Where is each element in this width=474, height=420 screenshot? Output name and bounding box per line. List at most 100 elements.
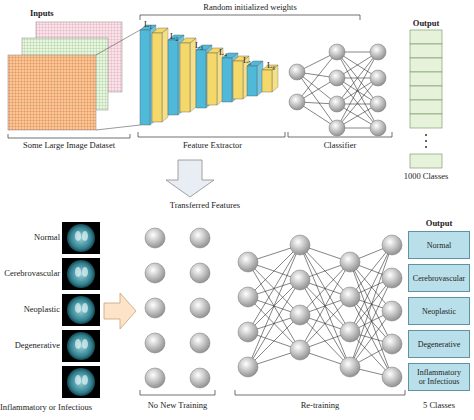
mri-image	[62, 222, 100, 254]
output-cell	[410, 114, 442, 128]
neuron	[370, 44, 386, 60]
slab-front	[233, 61, 243, 99]
neuron	[289, 64, 305, 80]
text-label: L₂	[170, 31, 184, 41]
connection-line	[248, 245, 300, 297]
input-arrow	[104, 293, 136, 329]
box-text-group: Cerebrovascular	[409, 274, 469, 283]
neuron	[329, 120, 345, 136]
class-box: Neoplastic	[408, 297, 470, 325]
text-label: No New Training	[125, 400, 230, 410]
text-label: Re-training	[235, 400, 405, 410]
neuron	[145, 263, 165, 283]
text-label: 5 Classes	[406, 400, 472, 410]
transfer-arrow	[166, 160, 214, 197]
neuron	[370, 96, 386, 112]
box-text-group: Degenerative	[414, 340, 465, 349]
neuron	[290, 270, 310, 290]
text-label: Transferred Features	[140, 200, 270, 210]
neuron	[340, 252, 360, 272]
neuron	[289, 94, 305, 110]
class-box: Normal	[408, 231, 470, 259]
text-label: Some Large Image Dataset	[8, 140, 130, 150]
neuron	[238, 287, 258, 307]
output-column	[410, 30, 442, 168]
class-name: Inflammatory or Infectious	[411, 368, 467, 386]
neuron	[238, 357, 258, 377]
slab-front	[180, 43, 190, 112]
neuron	[382, 367, 402, 387]
text-label: Random initialized weights	[180, 2, 320, 12]
text-label: Neoplastic	[0, 304, 60, 314]
neuron	[190, 298, 210, 318]
class-box: Cerebrovascular	[408, 264, 470, 292]
text-label: Classifier	[288, 140, 392, 150]
weights-bracket	[140, 15, 360, 20]
text-label: Output	[406, 218, 472, 228]
output-cell	[410, 30, 442, 44]
mri-image	[62, 330, 100, 362]
output-cell	[410, 72, 442, 86]
text-label: L₁	[144, 19, 158, 29]
ellipsis-dot	[425, 140, 427, 142]
slab-front	[247, 66, 257, 96]
text-label: L₅	[243, 55, 257, 65]
neuron	[190, 228, 210, 248]
neuron	[238, 252, 258, 272]
output-cell	[410, 154, 442, 168]
connection-line	[300, 315, 350, 367]
slab-front	[152, 33, 162, 122]
class-box: Inflammatory or Infectious	[408, 363, 470, 391]
neuron	[382, 301, 402, 321]
connection-line	[248, 315, 300, 367]
neuron	[238, 322, 258, 342]
slab-front	[168, 40, 178, 115]
retraining-bracket	[235, 390, 405, 395]
input-image-stack	[8, 22, 140, 130]
class-name: Normal	[425, 241, 453, 250]
connection-line	[337, 52, 378, 128]
neuron	[145, 228, 165, 248]
text-label: L₃	[195, 40, 209, 50]
slab-front	[140, 30, 150, 125]
text-label: Output	[400, 18, 452, 28]
neuron	[340, 287, 360, 307]
neuron	[290, 305, 310, 325]
text-label: L₆	[267, 60, 281, 70]
dataset-bracket	[8, 134, 130, 138]
text-label: Feature Extractor	[140, 140, 285, 150]
text-label: Cerebrovascular	[0, 268, 60, 278]
layer-slab	[247, 61, 263, 96]
neuron	[370, 70, 386, 86]
layer-slab	[180, 38, 196, 112]
neuron	[370, 120, 386, 136]
neuron	[329, 70, 345, 86]
extractor-bracket	[138, 132, 285, 137]
slab-side	[162, 28, 168, 122]
output-cell	[410, 58, 442, 72]
output-cell	[410, 86, 442, 100]
layer-slab	[152, 28, 168, 122]
box-text-group: Normal	[423, 241, 455, 250]
text-label: Normal	[0, 232, 60, 242]
mri-image	[62, 366, 100, 398]
connection-line	[300, 297, 350, 350]
connection-lines	[297, 52, 378, 128]
neuron	[290, 235, 310, 255]
text-label: Inflammatory or Infectious	[0, 402, 110, 412]
slab-top	[152, 28, 168, 33]
output-cell	[410, 100, 442, 114]
neuron	[145, 368, 165, 388]
class-box: Degenerative	[408, 330, 470, 358]
class-name: Cerebrovascular	[411, 274, 467, 283]
class-name: Neoplastic	[420, 307, 458, 316]
text-label: Inputs	[30, 8, 80, 18]
text-label: Degenerative	[0, 340, 60, 350]
class-name: Degenerative	[416, 340, 463, 349]
slab-front	[196, 50, 206, 108]
neuron	[382, 268, 402, 288]
frozen-bracket	[140, 390, 215, 395]
slab-top	[180, 38, 196, 43]
neuron	[340, 322, 360, 342]
